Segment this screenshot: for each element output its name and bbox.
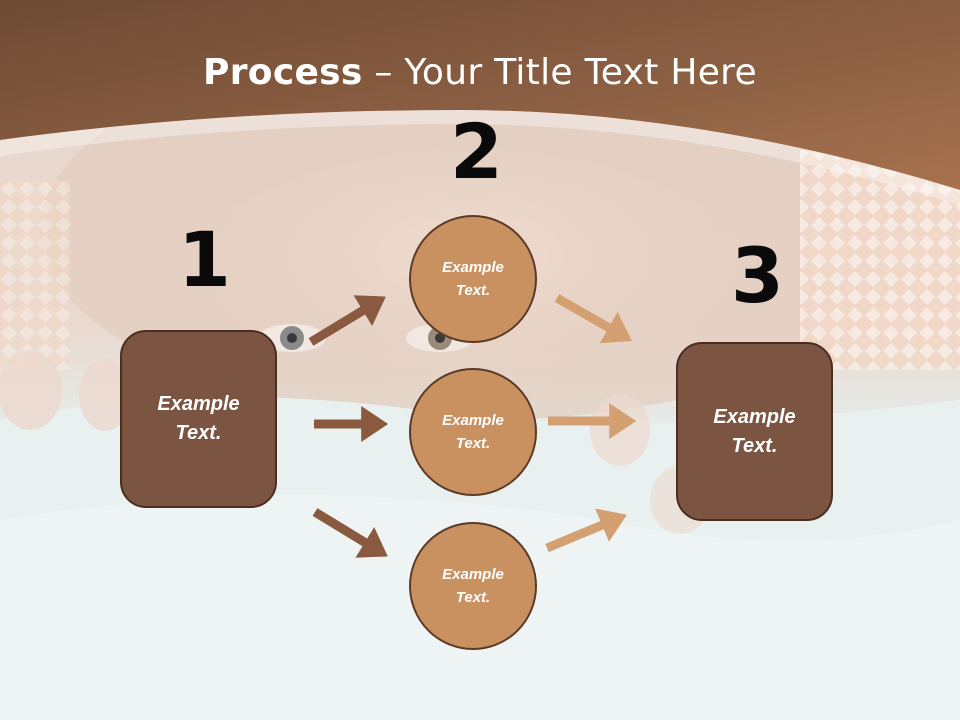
arrow-top-to-3 — [554, 294, 633, 344]
arrow-1-to-top — [308, 295, 386, 346]
step-number-3: 3 — [731, 231, 784, 320]
step-1-text-line2: Text. — [175, 422, 222, 444]
circle-bottom-line1: Example — [442, 566, 504, 583]
title-bold: Process — [203, 52, 363, 93]
arrow-1-to-bottom — [312, 508, 388, 558]
step-number-1: 1 — [178, 215, 231, 304]
circle-middle-line1: Example — [442, 412, 504, 429]
step-3-text-line1: Example — [713, 405, 796, 428]
circle-top-line2: Text. — [455, 282, 491, 299]
arrow-bottom-to-3 — [545, 508, 627, 553]
step-number-2: 2 — [450, 107, 503, 196]
title-rest: – Your Title Text Here — [362, 52, 757, 93]
circle-middle-line2: Text. — [455, 435, 491, 452]
circle-bottom-line2: Text. — [455, 589, 491, 606]
slide-title: Process – Your Title Text Here — [0, 52, 960, 93]
circle-top-line1: Example — [442, 259, 504, 276]
step-3-text-line2: Text. — [731, 434, 778, 457]
step-1-text-line1: Example — [157, 393, 240, 415]
